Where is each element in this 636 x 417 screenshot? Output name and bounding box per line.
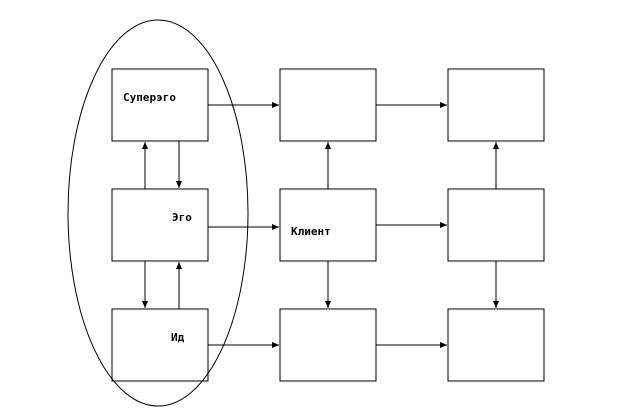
bottom-right-node <box>447 308 545 382</box>
ego-node: Эго <box>111 188 209 262</box>
bottom-mid-node <box>279 308 377 382</box>
id-node: Ид <box>111 308 209 382</box>
mid-right-node <box>447 188 545 262</box>
ego-label: Эго <box>172 211 192 224</box>
top-right-node <box>447 68 545 142</box>
superego-node: Суперэго <box>111 68 209 142</box>
id-label: Ид <box>171 331 185 344</box>
client-label: Клиент <box>291 225 331 238</box>
superego-label: Суперэго <box>123 91 176 104</box>
edges <box>142 102 499 348</box>
top-mid-node <box>279 68 377 142</box>
client-node: Клиент <box>279 188 377 262</box>
personality-ellipse <box>67 19 249 407</box>
